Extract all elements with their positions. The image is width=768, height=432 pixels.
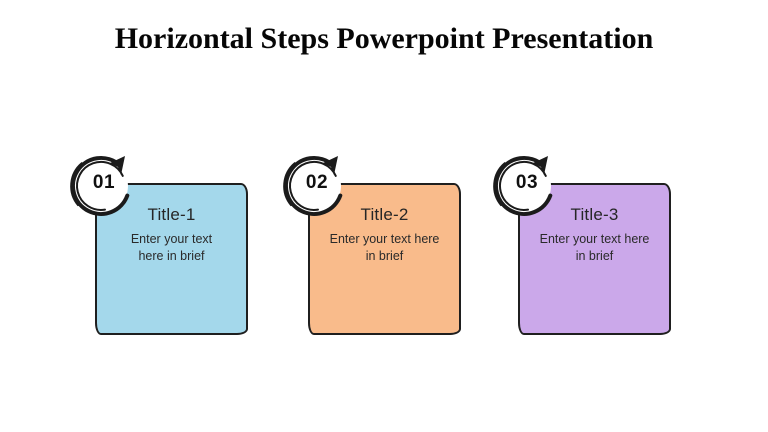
step-badge-3[interactable]: 03 (488, 150, 560, 222)
step-title[interactable]: Title-1 (147, 205, 196, 224)
step-number: 01 (92, 172, 116, 193)
step-badge-1[interactable]: 01 (65, 150, 137, 222)
step-body-placeholder[interactable]: Enter your text here in brief (329, 232, 440, 263)
step-title[interactable]: Title-3 (570, 205, 619, 224)
step-card-1[interactable]: 01 Title-1 Enter your text here in brief (70, 156, 248, 335)
step-badge-2[interactable]: 02 (278, 150, 350, 222)
step-number: 02 (305, 172, 329, 193)
step-card-2[interactable]: 02 Title-2 Enter your text here in brief (283, 156, 461, 335)
step-number: 03 (515, 172, 539, 193)
slide-title[interactable]: Horizontal Steps Powerpoint Presentation (114, 22, 654, 55)
step-body-placeholder[interactable]: Enter your text here in brief (130, 232, 213, 263)
step-body-placeholder[interactable]: Enter your text here in brief (539, 232, 650, 263)
step-title[interactable]: Title-2 (360, 205, 409, 224)
step-card-3[interactable]: 03 Title-3 Enter your text here in brief (493, 156, 671, 335)
